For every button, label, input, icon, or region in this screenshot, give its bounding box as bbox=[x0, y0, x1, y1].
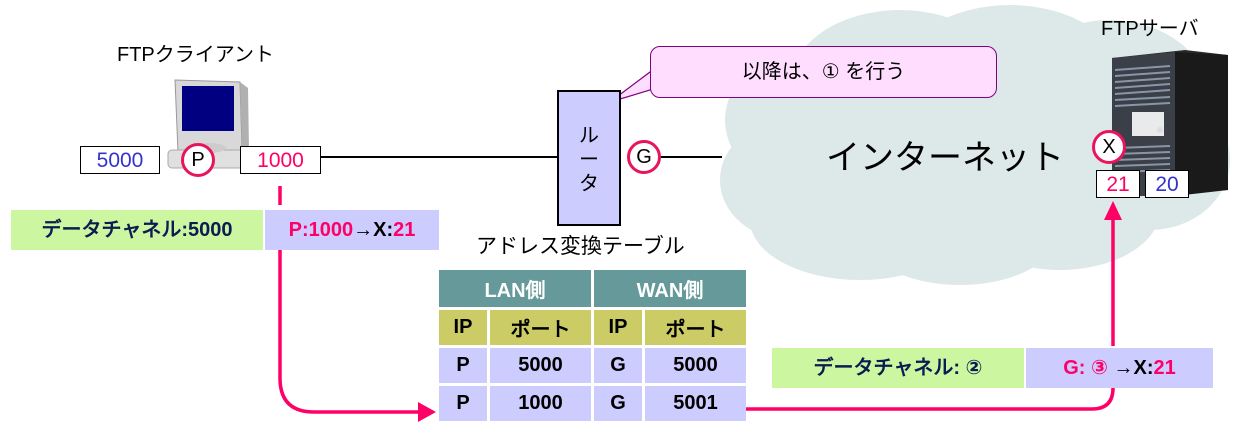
nat-col-wan-port: ポート bbox=[645, 310, 746, 345]
right-channel-label: データチャネル: ② bbox=[772, 348, 1024, 388]
table-row: P 1000 G 5001 bbox=[439, 386, 746, 421]
nat-group-wan: WAN側 bbox=[594, 270, 746, 307]
nat-group-lan: LAN側 bbox=[439, 270, 591, 307]
nat-cell: G bbox=[594, 348, 642, 383]
server-icon bbox=[1112, 50, 1228, 196]
left-src-ip: P bbox=[288, 219, 302, 241]
client-ip-badge: P bbox=[181, 143, 215, 177]
server-ip-badge: X bbox=[1092, 130, 1126, 164]
right-src: G: ③ bbox=[1063, 357, 1114, 379]
nat-col-lan-ip: IP bbox=[439, 310, 487, 345]
client-title: FTPクライアント bbox=[117, 44, 274, 66]
client-data-port: 5000 bbox=[80, 146, 160, 174]
right-arrow: → bbox=[1113, 357, 1134, 379]
nat-column-header: IP ポート IP ポート bbox=[439, 310, 746, 345]
arrowhead-server bbox=[1104, 201, 1122, 220]
left-packet-header: P:1000→X:21 bbox=[265, 210, 439, 250]
nat-group-header: LAN側 WAN側 bbox=[439, 270, 746, 307]
nat-cell: 1000 bbox=[490, 386, 591, 421]
server-data-port: 20 bbox=[1145, 170, 1189, 198]
left-dst-port: 21 bbox=[393, 219, 416, 241]
arrow-table-to-server bbox=[738, 212, 1115, 411]
nat-cell: P bbox=[439, 348, 487, 383]
right-dst-ip: X: bbox=[1133, 357, 1154, 379]
callout-bubble: 以降は、① を行う bbox=[650, 46, 997, 98]
nat-table: LAN側 WAN側 IP ポート IP ポート P 5000 G 5000 P … bbox=[436, 267, 749, 424]
nat-cell: 5000 bbox=[645, 348, 746, 383]
left-dst-ip: X: bbox=[373, 219, 394, 241]
right-dst-port: 21 bbox=[1153, 357, 1176, 379]
router-label-2: ー bbox=[579, 149, 599, 171]
router-label-1: ル bbox=[579, 125, 599, 147]
arrowhead-table bbox=[418, 402, 436, 422]
nat-cell: P bbox=[439, 386, 487, 421]
arrow-client-to-table bbox=[278, 186, 418, 414]
table-row: P 5000 G 5000 bbox=[439, 348, 746, 383]
nat-table-title: アドレス変換テーブル bbox=[476, 235, 685, 258]
nat-cell: 5001 bbox=[645, 386, 746, 421]
internet-cloud bbox=[720, 5, 1230, 285]
server-title: FTPサーバ bbox=[1101, 18, 1199, 40]
nat-col-lan-port: ポート bbox=[490, 310, 591, 345]
router-label-3: タ bbox=[579, 173, 599, 195]
left-arrow: → bbox=[353, 219, 374, 241]
nat-col-wan-ip: IP bbox=[594, 310, 642, 345]
callout-text: 以降は、① を行う bbox=[741, 61, 906, 83]
router-box: ル ー タ bbox=[557, 90, 621, 226]
nat-cell: G bbox=[594, 386, 642, 421]
router-wan-ip-badge: G bbox=[627, 140, 661, 174]
nat-cell: 5000 bbox=[490, 348, 591, 383]
internet-label: インターネット bbox=[826, 139, 1064, 177]
right-packet-header: G: ③ →X:21 bbox=[1026, 348, 1213, 388]
left-src-port: :1000 bbox=[301, 219, 354, 241]
server-control-port: 21 bbox=[1096, 170, 1140, 198]
left-channel-label: データチャネル:5000 bbox=[11, 210, 263, 250]
client-control-port: 1000 bbox=[240, 146, 321, 174]
